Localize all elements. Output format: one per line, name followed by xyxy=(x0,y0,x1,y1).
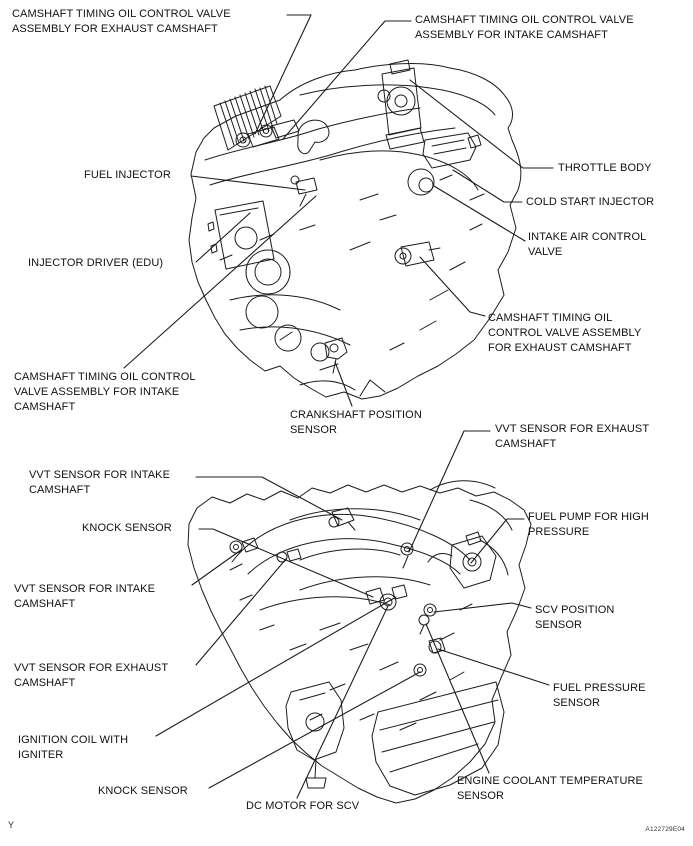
leader-throttle-body xyxy=(409,79,554,169)
top-diagram-leader-lines xyxy=(123,14,554,407)
label-ocv-exhaust-upper: CAMSHAFT TIMING OIL CONTROL VALVE ASSEMB… xyxy=(12,8,231,35)
leader-dc-motor-scv xyxy=(296,605,389,799)
leader-fuel-pump xyxy=(470,518,525,564)
label-throttle-body: THROTTLE BODY xyxy=(558,162,652,174)
label-dc-motor-for-scv: DC MOTOR FOR SCV xyxy=(246,800,360,812)
label-vvt-exhaust-left: VVT SENSOR FOR EXHAUST CAMSHAFT xyxy=(14,662,169,689)
leader-knock-sensor-lower xyxy=(208,671,421,789)
bottom-engine-illustration xyxy=(187,480,532,804)
label-intake-air-control-valve: INTAKE AIR CONTROL VALVE xyxy=(528,231,647,258)
label-cold-start-injector: COLD START INJECTOR xyxy=(526,196,655,208)
leader-fuel-injector xyxy=(190,175,306,191)
leader-vvt-exhaust-left xyxy=(195,558,287,666)
label-vvt-intake-left: VVT SENSOR FOR INTAKE CAMSHAFT xyxy=(14,583,156,610)
leader-cold-start-injector xyxy=(452,169,523,203)
leader-vvt-exhaust-right xyxy=(408,430,491,553)
leader-vvt-intake-upper-left xyxy=(195,476,343,521)
leader-fuel-pressure-sensor xyxy=(437,648,550,686)
leader-ocv-exhaust-upper xyxy=(254,14,312,135)
label-vvt-intake-upper-left: VVT SENSOR FOR INTAKE CAMSHAFT xyxy=(29,469,171,496)
label-knock-sensor-upper: KNOCK SENSOR xyxy=(82,522,172,534)
label-ignition-coil-with-igniter: IGNITION COIL WITH IGNITER xyxy=(18,734,129,761)
leader-crankshaft-position-sensor xyxy=(334,361,353,407)
leader-ocv-intake-lower xyxy=(123,195,317,369)
leader-injector-driver-edu xyxy=(195,212,251,263)
label-scv-position-sensor: SCV POSITION SENSOR xyxy=(535,604,615,631)
leader-ect-sensor xyxy=(425,623,490,774)
label-ect-sensor: ENGINE COOLANT TEMPERATURE SENSOR xyxy=(457,775,643,802)
top-engine-illustration xyxy=(188,59,522,400)
label-injector-driver-edu: INJECTOR DRIVER (EDU) xyxy=(28,257,164,269)
label-vvt-exhaust-right: VVT SENSOR FOR EXHAUST CAMSHAFT xyxy=(495,423,650,450)
leader-scv-position-sensor xyxy=(433,602,532,613)
leader-intake-air-control-valve xyxy=(433,185,526,242)
leader-ocv-exhaust-right xyxy=(419,256,486,317)
label-ocv-intake-upper: CAMSHAFT TIMING OIL CONTROL VALVE ASSEMB… xyxy=(415,14,634,41)
leader-vvt-intake-left xyxy=(191,549,242,586)
leader-ocv-intake-upper xyxy=(282,20,412,140)
page-marker: Y xyxy=(8,820,15,830)
figure-code: A122729E04 xyxy=(645,826,685,833)
label-knock-sensor-lower: KNOCK SENSOR xyxy=(98,785,188,797)
label-ocv-exhaust-right: CAMSHAFT TIMING OIL CONTROL VALVE ASSEMB… xyxy=(488,312,642,354)
label-fuel-pressure-sensor: FUEL PRESSURE SENSOR xyxy=(553,682,646,709)
leader-ignition-coil xyxy=(155,596,397,737)
label-fuel-pump-high-pressure: FUEL PUMP FOR HIGH PRESSURE xyxy=(528,511,649,538)
label-fuel-injector: FUEL INJECTOR xyxy=(84,169,171,181)
bottom-diagram-leader-lines xyxy=(155,430,550,799)
label-crankshaft-position-sensor: CRANKSHAFT POSITION SENSOR xyxy=(290,409,422,436)
label-ocv-intake-lower: CAMSHAFT TIMING OIL CONTROL VALVE ASSEMB… xyxy=(14,371,196,413)
leader-knock-sensor-upper xyxy=(198,528,374,598)
